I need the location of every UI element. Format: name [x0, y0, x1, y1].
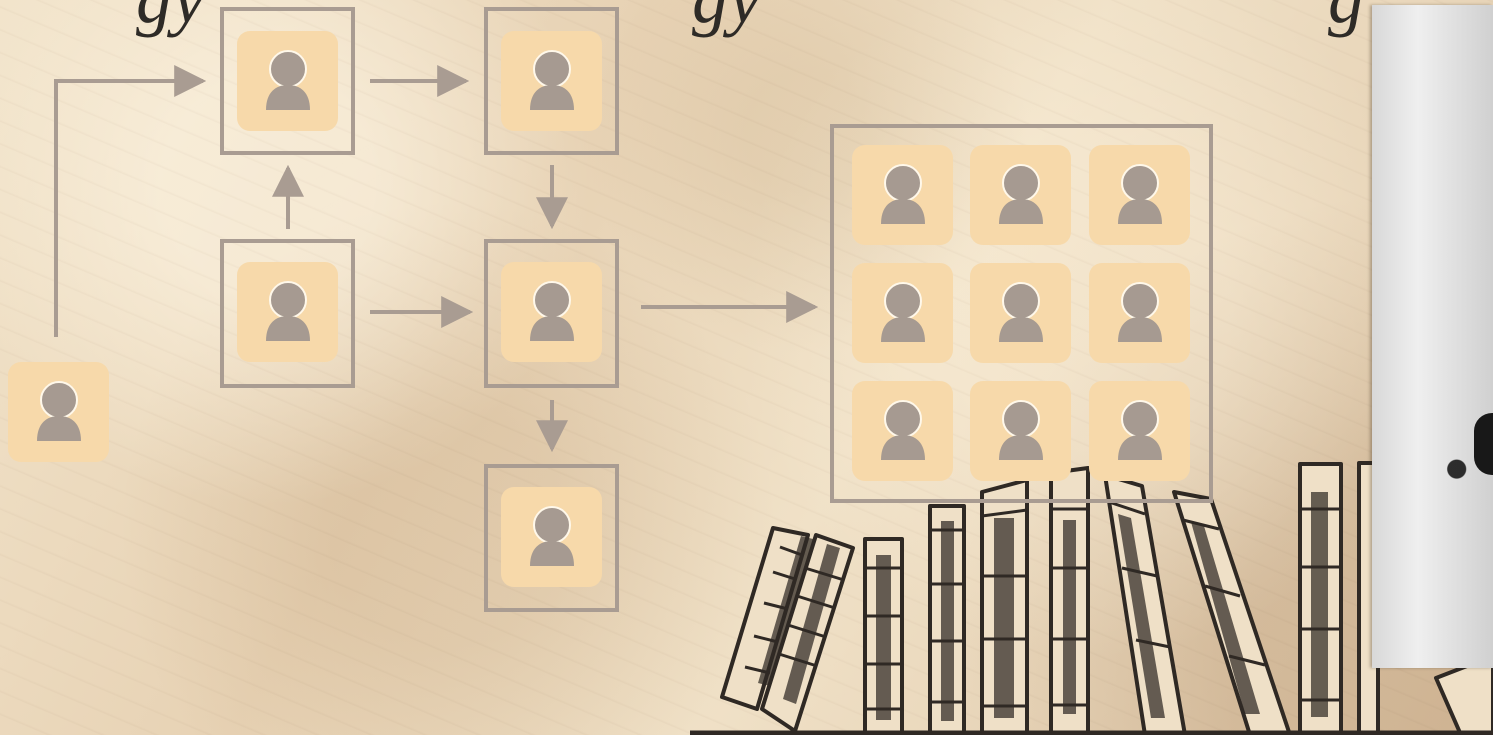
person-box-top-left: [222, 9, 353, 153]
photo-panel: [1372, 5, 1493, 668]
team-member: [852, 145, 953, 245]
team-member: [970, 263, 1071, 363]
arrow-icon: [56, 81, 203, 337]
connector-lines: [56, 81, 815, 449]
team-member: [1089, 263, 1190, 363]
team-member: [852, 381, 953, 481]
team-member: [970, 145, 1071, 245]
team-member: [1089, 145, 1190, 245]
person-box-bottom: [486, 466, 617, 610]
photo-object: [1474, 413, 1493, 475]
single-person-node: [8, 362, 109, 462]
team-member: [1089, 381, 1190, 481]
team-member: [852, 263, 953, 363]
person-box-top-middle: [486, 9, 617, 153]
team-grid-box: [832, 126, 1211, 501]
person-box-middle-left: [222, 241, 353, 386]
team-member: [970, 381, 1071, 481]
person-box-center: [486, 241, 617, 386]
